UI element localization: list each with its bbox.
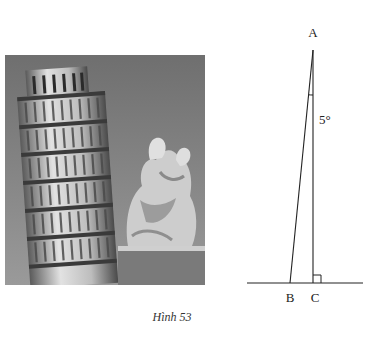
right-angle-mark — [313, 275, 321, 283]
tower-line — [290, 50, 313, 283]
figure-caption: Hình 53 — [153, 311, 192, 323]
ground-line — [247, 282, 363, 283]
triangle-figure — [247, 50, 363, 283]
point-label: B — [286, 291, 295, 304]
angle-arc — [309, 94, 313, 95]
tower-photo — [5, 55, 205, 285]
angle-label: 5° — [319, 113, 331, 126]
point-label: A — [308, 26, 317, 39]
point-label: C — [311, 291, 320, 304]
vertical-line — [312, 50, 313, 283]
statue — [118, 138, 205, 285]
